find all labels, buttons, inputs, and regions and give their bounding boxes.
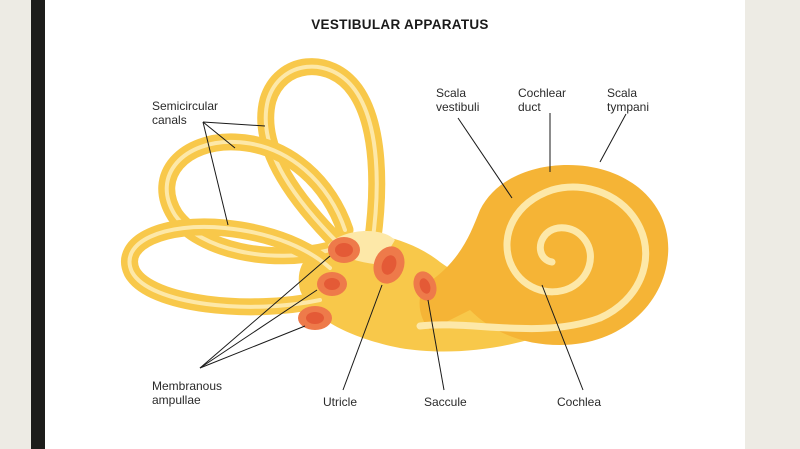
leader-lines (199, 113, 627, 391)
label-membranous-ampullae: Membranous ampullae (152, 379, 223, 407)
label-saccule: Saccule (424, 395, 467, 409)
cochlear-duct-spiral (503, 183, 650, 322)
ampulla-1-core (335, 243, 353, 257)
diagram-title: VESTIBULAR APPARATUS (311, 17, 489, 32)
label-scala-vestibuli: Scala vestibuli (436, 86, 480, 114)
label-semicircular-canals: Semicircular canals (152, 99, 219, 127)
left-edge-bar (31, 0, 45, 449)
label-utricle: Utricle (323, 395, 358, 409)
label-cochlear-duct: Cochlear duct (518, 86, 567, 114)
lateral-canal-inner (127, 225, 332, 309)
utricle-core (381, 255, 397, 275)
label-scala-tympani: Scala tympani (607, 86, 650, 114)
superior-canal-inner (263, 64, 379, 247)
ampulla-3-core (306, 312, 324, 324)
posterior-canal-inner (164, 139, 347, 258)
ampulla-2-core (324, 278, 340, 290)
label-cochlea: Cochlea (557, 395, 602, 409)
saccule-core (419, 278, 431, 294)
lateral-canal (121, 218, 339, 316)
cochlear-duct-lower (416, 314, 604, 333)
